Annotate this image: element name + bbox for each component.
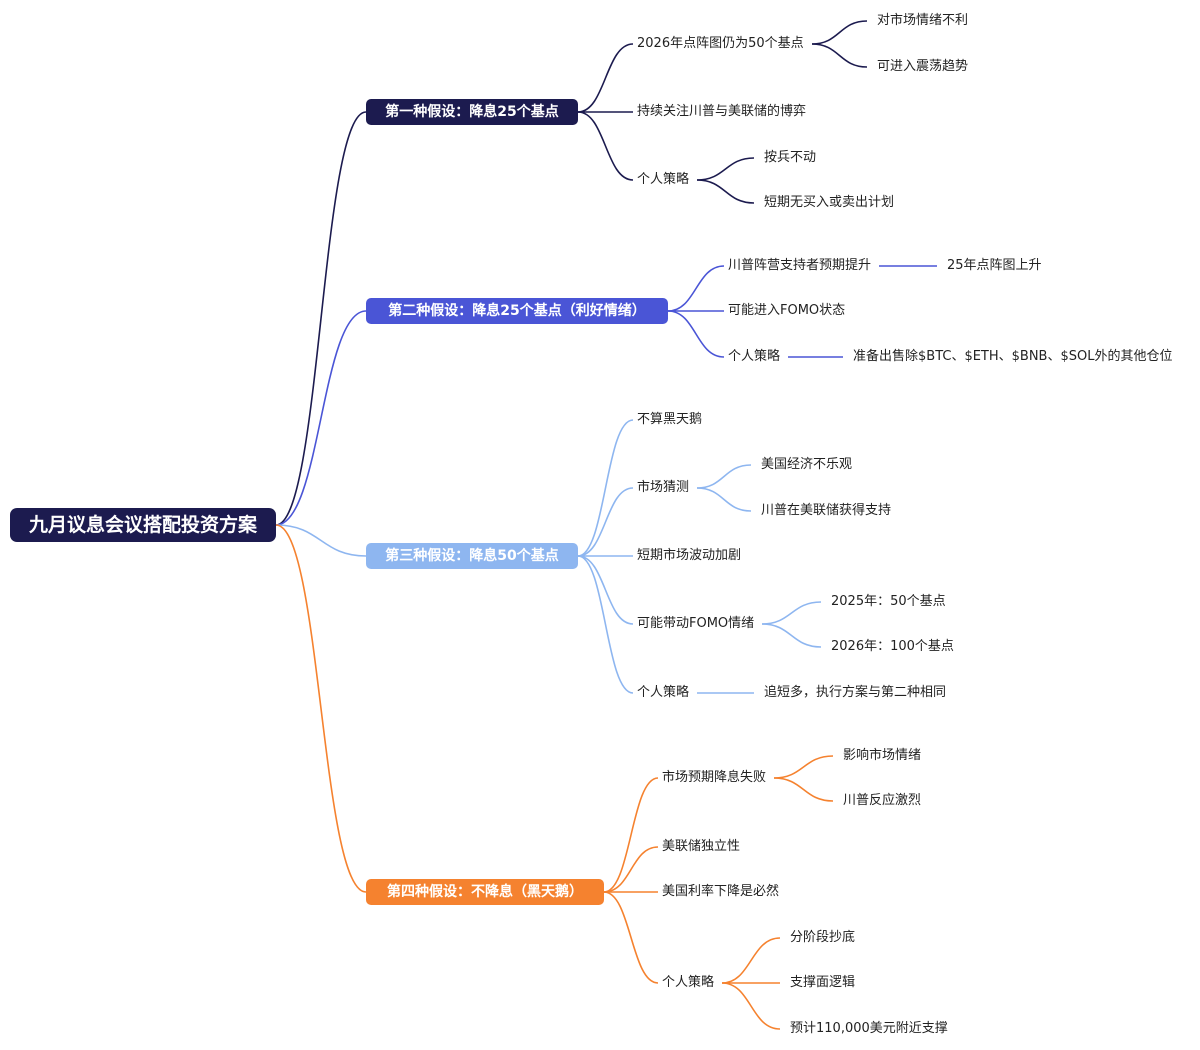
- leaf-node[interactable]: 预计110,000美元附近支撑: [790, 1021, 948, 1036]
- connector-line: [603, 846, 659, 893]
- connector-line: [773, 777, 834, 802]
- connector-line: [696, 487, 752, 512]
- connector-line: [577, 111, 634, 181]
- leaf-node[interactable]: 25年点阵图上升: [947, 258, 1042, 273]
- leaf-node[interactable]: 短期市场波动加剧: [637, 548, 742, 563]
- leaf-node[interactable]: 川普阵营支持者预期提升: [728, 258, 872, 273]
- connector-line: [696, 157, 755, 181]
- connector-line: [811, 20, 868, 45]
- leaf-node[interactable]: 美国利率下降是必然: [662, 884, 780, 899]
- leaf-node[interactable]: 影响市场情绪: [843, 748, 922, 763]
- leaf-node[interactable]: 支撑面逻辑: [790, 975, 856, 990]
- branch-node-hypothesis-4[interactable]: 第四种假设：不降息（黑天鹅）: [366, 879, 604, 905]
- connector-line: [603, 777, 659, 893]
- connector-line: [761, 601, 822, 625]
- leaf-node[interactable]: 川普反应激烈: [843, 793, 922, 808]
- leaf-node[interactable]: 不算黑天鹅: [637, 412, 703, 427]
- leaf-node[interactable]: 2026年：100个基点: [831, 639, 954, 654]
- root-node[interactable]: 九月议息会议搭配投资方案: [10, 508, 276, 542]
- branch-node-hypothesis-1[interactable]: 第一种假设：降息25个基点: [366, 99, 578, 125]
- connector-line: [603, 891, 659, 984]
- connector-line: [275, 310, 367, 526]
- leaf-node[interactable]: 2025年：50个基点: [831, 594, 946, 609]
- leaf-node[interactable]: 准备出售除$BTC、$ETH、$BNB、$SOL外的其他仓位: [853, 349, 1173, 364]
- connector-line: [577, 555, 634, 694]
- leaf-node[interactable]: 可能进入FOMO状态: [728, 303, 846, 318]
- connector-line: [761, 623, 822, 648]
- leaf-node[interactable]: 美国经济不乐观: [761, 457, 853, 472]
- branch-node-hypothesis-2[interactable]: 第二种假设：降息25个基点（利好情绪）: [366, 298, 668, 324]
- connector-line: [577, 487, 634, 557]
- leaf-node[interactable]: 按兵不动: [764, 150, 817, 165]
- branch-node-hypothesis-3[interactable]: 第三种假设：降息50个基点: [366, 543, 578, 569]
- leaf-node[interactable]: 川普在美联储获得支持: [761, 503, 892, 518]
- connector-line: [577, 555, 634, 625]
- connector-line: [721, 982, 781, 1030]
- connector-line: [696, 464, 752, 489]
- leaf-node[interactable]: 2026年点阵图仍为50个基点: [637, 36, 804, 51]
- leaf-node[interactable]: 个人策略: [728, 349, 781, 364]
- leaf-node[interactable]: 个人策略: [637, 685, 690, 700]
- connector-line: [667, 265, 725, 312]
- leaf-node[interactable]: 市场预期降息失败: [662, 770, 767, 785]
- leaf-node[interactable]: 分阶段抄底: [790, 930, 856, 945]
- leaf-node[interactable]: 对市场情绪不利: [877, 13, 969, 28]
- leaf-node[interactable]: 个人策略: [662, 975, 715, 990]
- connector-line: [275, 524, 367, 557]
- leaf-node[interactable]: 持续关注川普与美联储的博弈: [637, 104, 807, 119]
- leaf-node[interactable]: 个人策略: [637, 172, 690, 187]
- connector-line: [577, 419, 634, 557]
- leaf-node[interactable]: 可进入震荡趋势: [877, 59, 969, 74]
- connector-line: [577, 43, 634, 113]
- connector-line: [773, 755, 834, 779]
- connector-line: [811, 43, 868, 68]
- connector-line: [667, 310, 725, 358]
- connector-line: [721, 937, 781, 984]
- leaf-node[interactable]: 追短多，执行方案与第二种相同: [764, 685, 947, 700]
- leaf-node[interactable]: 美联储独立性: [662, 839, 741, 854]
- leaf-node[interactable]: 市场猜测: [637, 480, 690, 495]
- connector-line: [275, 524, 367, 893]
- leaf-node[interactable]: 可能带动FOMO情绪: [637, 616, 755, 631]
- connector-line: [275, 111, 367, 526]
- leaf-node[interactable]: 短期无买入或卖出计划: [764, 195, 895, 210]
- connector-line: [696, 179, 755, 204]
